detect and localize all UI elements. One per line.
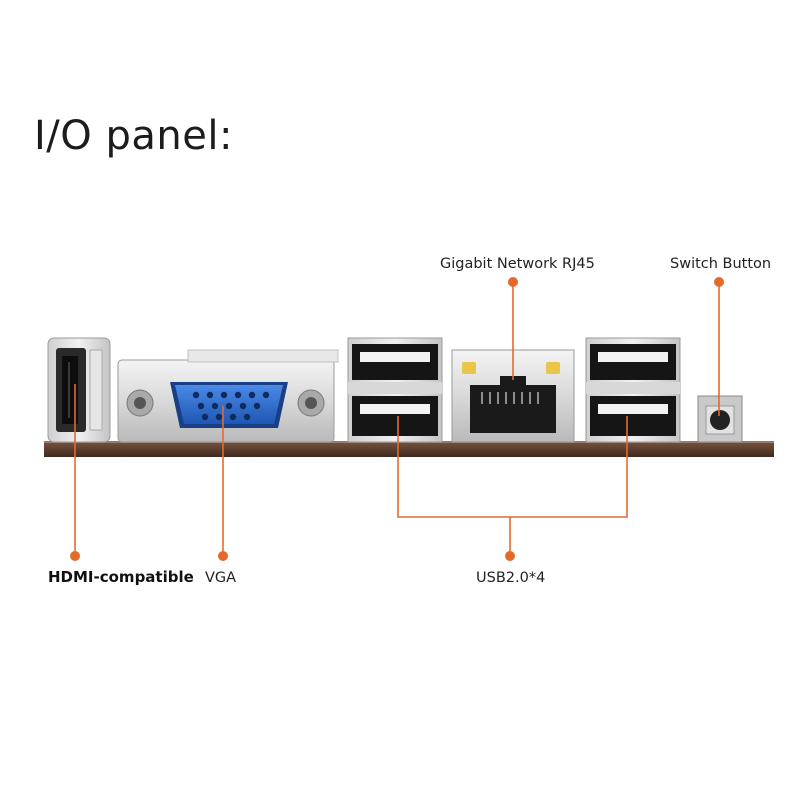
hdmi-port bbox=[47, 337, 111, 443]
label-gigabit-network: Gigabit Network RJ45 bbox=[440, 256, 595, 272]
label-hdmi: HDMI-compatible bbox=[48, 568, 194, 586]
label-usb: USB2.0*4 bbox=[476, 570, 546, 586]
vga-port bbox=[117, 349, 339, 443]
label-vga: VGA bbox=[205, 570, 237, 586]
switch-button bbox=[697, 395, 743, 443]
label-switch-button: Switch Button bbox=[670, 256, 772, 272]
callout-lines bbox=[74, 282, 720, 556]
usb-stack-left bbox=[347, 337, 443, 443]
pcb-edge bbox=[44, 441, 774, 457]
page-title: I/O panel: bbox=[34, 113, 233, 159]
callout-dots bbox=[70, 277, 724, 561]
usb-stack-right bbox=[585, 337, 681, 443]
